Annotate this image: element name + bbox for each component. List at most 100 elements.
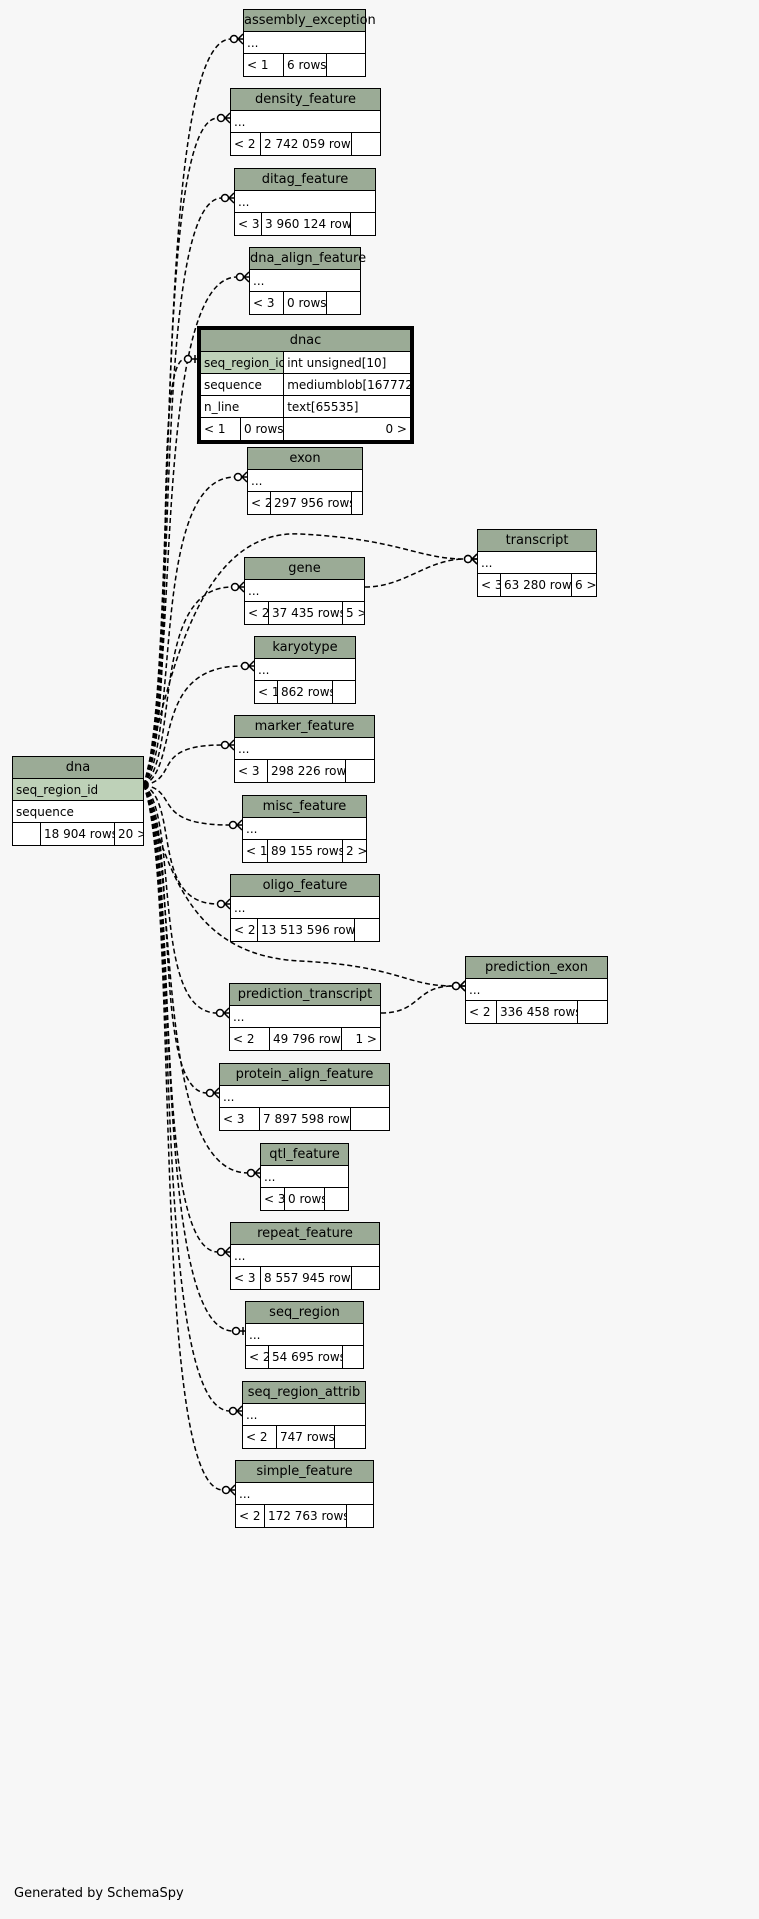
table-header[interactable]: exon xyxy=(248,448,362,470)
parent-count: < 2 xyxy=(246,1346,269,1368)
table-header[interactable]: marker_feature xyxy=(235,716,374,738)
row-count: 0 rows xyxy=(285,1188,325,1210)
column-ellipsis: ... xyxy=(246,1324,363,1346)
column-ellipsis: ... xyxy=(478,552,596,574)
row-count: 13 513 596 rows xyxy=(258,919,355,941)
table-header[interactable]: density_feature xyxy=(231,89,380,111)
table-header[interactable]: simple_feature xyxy=(236,1461,373,1483)
column-name: seq_region_id xyxy=(201,352,285,373)
column-seq-region-id: seq_region_id xyxy=(13,779,143,801)
row-count: 7 897 598 rows xyxy=(260,1108,351,1130)
table-header[interactable]: prediction_transcript xyxy=(230,984,380,1006)
relationship-gene-transcript xyxy=(364,553,478,588)
table-header[interactable]: protein_align_feature xyxy=(220,1064,389,1086)
row-count: 18 904 rows xyxy=(41,823,115,845)
column-ellipsis: ... xyxy=(231,897,379,919)
table-header[interactable]: oligo_feature xyxy=(231,875,379,897)
child-count xyxy=(355,919,379,941)
table-header[interactable]: ditag_feature xyxy=(235,169,375,191)
parent-count: < 2 xyxy=(231,133,261,155)
column-ellipsis: ... xyxy=(235,191,375,213)
child-count xyxy=(352,492,362,514)
column-ellipsis: ... xyxy=(235,738,374,760)
column-type: int unsigned[10] xyxy=(284,352,410,373)
column-ellipsis: ... xyxy=(231,1245,379,1267)
relationship-dna-oligo-feature xyxy=(143,784,231,910)
parent-count: < 2 xyxy=(466,1001,497,1023)
relationship-dna-misc-feature xyxy=(143,784,243,831)
table-header[interactable]: misc_feature xyxy=(243,796,366,818)
table-header[interactable]: seq_region xyxy=(246,1302,363,1324)
parent-count: < 3 xyxy=(220,1108,260,1130)
table-header[interactable]: dna_align_feature xyxy=(250,248,366,270)
row-count: 297 956 rows xyxy=(271,492,352,514)
table-header[interactable]: dna xyxy=(13,757,143,779)
table-header[interactable]: dnac xyxy=(201,330,410,352)
relationship-dna-repeat-feature xyxy=(143,784,231,1258)
child-count xyxy=(335,1426,365,1448)
column-ellipsis: ... xyxy=(255,659,355,681)
child-count xyxy=(346,760,374,782)
child-count xyxy=(578,1001,607,1023)
parent-count: < 1 xyxy=(255,681,278,703)
parent-count: < 2 xyxy=(245,602,269,624)
row-count: 0 rows xyxy=(241,418,284,440)
row-count: 8 557 945 rows xyxy=(261,1267,352,1289)
table-header[interactable]: karyotype xyxy=(255,637,355,659)
column-type: text[65535] xyxy=(284,396,410,417)
parent-count xyxy=(13,823,41,845)
table-header[interactable]: repeat_feature xyxy=(231,1223,379,1245)
column-ellipsis: ... xyxy=(245,580,364,602)
child-count xyxy=(351,213,375,235)
column-ellipsis: ... xyxy=(466,979,607,1001)
relationship-dna-ditag-feature xyxy=(143,192,235,786)
parent-count: < 1 xyxy=(201,418,241,440)
relationship-prediction-transcript-prediction-exon xyxy=(380,980,466,1014)
parent-count: < 3 xyxy=(235,760,268,782)
table-header[interactable]: prediction_exon xyxy=(466,957,607,979)
row-count: 6 rows xyxy=(284,54,327,76)
column-ellipsis: ... xyxy=(248,470,362,492)
column-sequence: sequence xyxy=(13,801,143,823)
child-count xyxy=(347,1505,373,1527)
child-count xyxy=(343,1346,363,1368)
parent-count: < 1 xyxy=(243,840,268,862)
table-header[interactable]: qtl_feature xyxy=(261,1144,348,1166)
table-header[interactable]: gene xyxy=(245,558,364,580)
row-count: 0 rows xyxy=(284,292,327,314)
child-count xyxy=(352,133,380,155)
column-name: sequence xyxy=(201,374,285,395)
row-count: 54 695 rows xyxy=(269,1346,343,1368)
table-header[interactable]: assembly_exception xyxy=(244,10,376,32)
row-count: 747 rows xyxy=(277,1426,335,1448)
relationship-dna-marker-feature xyxy=(143,739,235,786)
relationship-dna-protein-align-feature xyxy=(143,784,220,1099)
child-count xyxy=(327,292,360,314)
table-header[interactable]: seq_region_attrib xyxy=(243,1382,365,1404)
table-header[interactable]: transcript xyxy=(478,530,596,552)
column-ellipsis: ... xyxy=(243,818,366,840)
relationship-dna-gene xyxy=(143,581,245,786)
row-count: 862 rows xyxy=(278,681,333,703)
child-count: 1 > xyxy=(355,1032,377,1046)
